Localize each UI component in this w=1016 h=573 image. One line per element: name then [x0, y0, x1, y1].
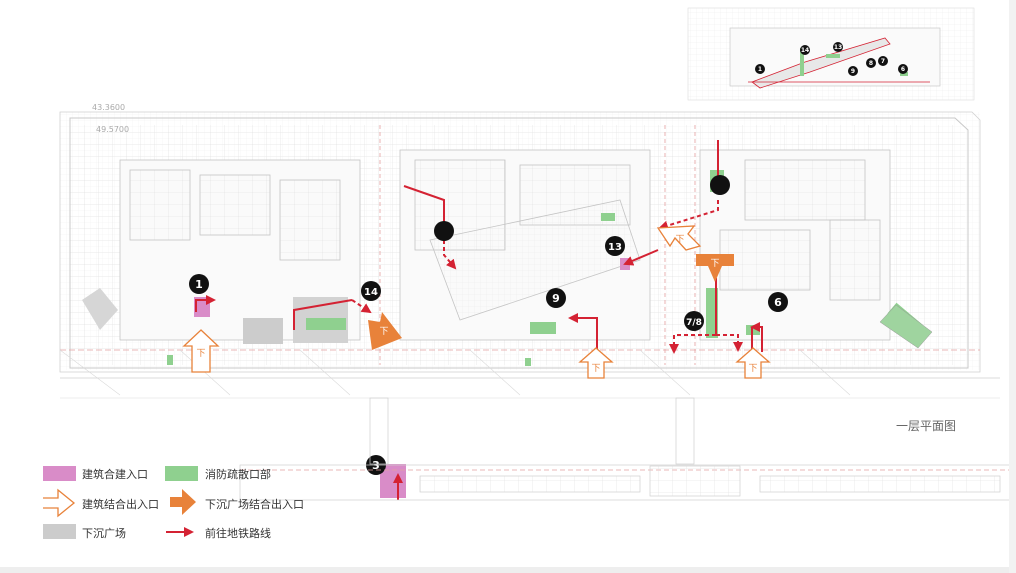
marker-14-label: 14: [364, 287, 378, 298]
marker-13-label: 13: [608, 242, 622, 253]
right-border: [1009, 0, 1016, 573]
arrow-glyph-4: 下: [675, 235, 684, 245]
inset-marker-6: 6: [901, 66, 905, 73]
legend-fire-exit-label: 消防疏散口部: [205, 468, 271, 481]
building-blocks: [119, 125, 891, 365]
fire-exits: [167, 170, 933, 366]
gray-swatch-icon: [43, 524, 76, 539]
inset-marker-8: 8: [869, 60, 873, 67]
arrow-glyph-6: 下: [710, 259, 719, 269]
marker-1-label: 1: [195, 278, 203, 291]
legend-building-entrance-label: 建筑合建入口: [82, 468, 148, 481]
arrow-glyph-2: 下: [591, 364, 600, 374]
inset-markers: 1 14 13 9 8 7 6: [755, 42, 908, 76]
bottom-border: [0, 567, 1016, 573]
outline-arrow-icon: [43, 488, 76, 518]
plaza-entrance-arrows: [368, 254, 734, 350]
legend-sunken-plaza-entrance-label: 下沉广场结合出入口: [205, 498, 304, 511]
marker-6-label: 6: [774, 296, 782, 309]
marker-9-label: 9: [552, 292, 560, 305]
pink-swatch-icon: [43, 466, 76, 481]
arrow-glyph-1: 下: [196, 349, 205, 359]
inset-marker-9: 9: [851, 68, 855, 75]
inset-marker-7: 7: [881, 58, 885, 65]
inset-key-map: [687, 7, 975, 101]
marker-7-8-label: 7/8: [686, 318, 702, 328]
orange-arrow-icon: [170, 489, 196, 515]
legend-combined-entrance-label: 建筑结合出入口: [82, 498, 159, 511]
legend-icons: [43, 466, 198, 539]
arrow-glyph-5: 下: [379, 327, 388, 337]
arrow-glyph-3: 下: [748, 364, 757, 374]
elevation-label-2: 49.5700: [96, 125, 129, 134]
inset-marker-14: 14: [801, 47, 809, 54]
metro-station-area: [239, 397, 1011, 501]
inset-marker-1: 1: [758, 66, 762, 73]
green-swatch-icon: [165, 466, 198, 481]
marker-3-label: 3: [372, 459, 380, 472]
legend-metro-route-label: 前往地铁路线: [205, 527, 271, 540]
plan-title: 一层平面图: [896, 419, 957, 433]
elevation-label-1: 43.3600: [92, 103, 125, 112]
combined-entrance-arrows: [182, 225, 771, 379]
legend-sunken-plaza-label: 下沉广场: [82, 527, 126, 540]
inset-marker-13: 13: [834, 44, 842, 51]
